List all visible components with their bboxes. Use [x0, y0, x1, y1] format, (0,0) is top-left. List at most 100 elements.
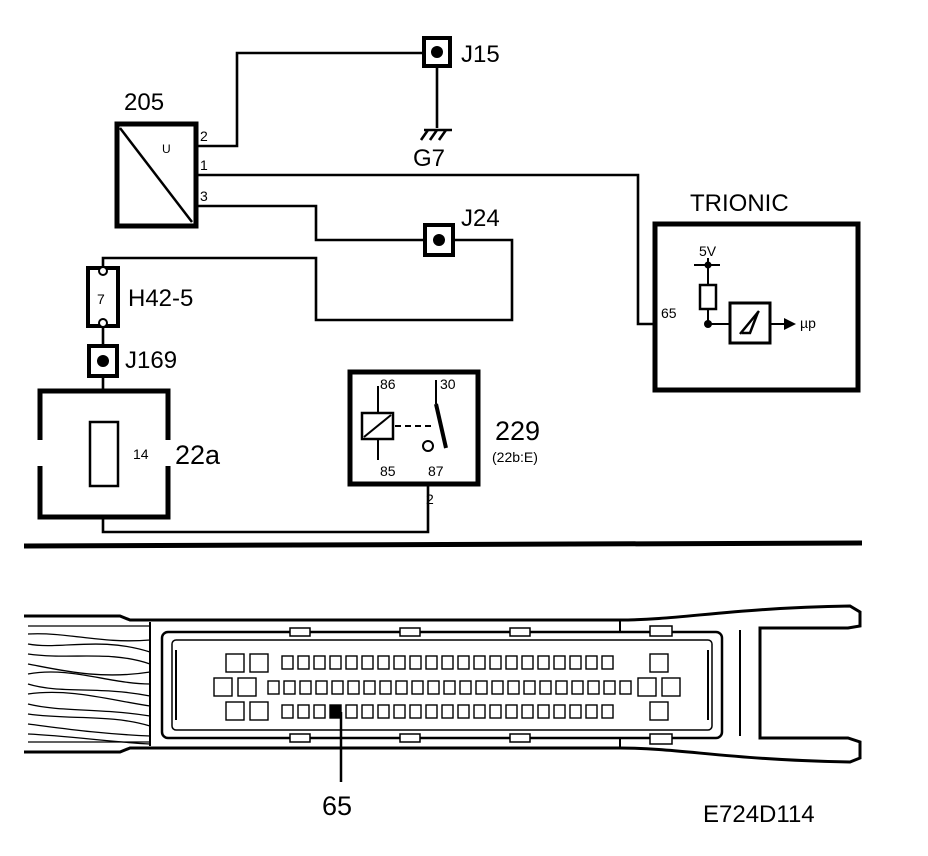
connector-pin: [441, 704, 454, 719]
cable-bundle: [27, 625, 151, 745]
connector-pin: [569, 704, 582, 719]
connector-pin: [313, 704, 326, 719]
wires: [101, 51, 708, 534]
connector-pin: [395, 680, 408, 695]
connector-pin: [377, 655, 390, 670]
fuse-number: 14: [133, 446, 149, 462]
connector-pin: [329, 655, 342, 670]
sensor-205-pin3: 3: [200, 188, 208, 204]
sensor-205-label: 205: [124, 89, 164, 116]
connector-pin: [361, 655, 374, 670]
connector-pin: [393, 704, 406, 719]
relay-pin-87: 87: [428, 463, 444, 479]
trionic-label: TRIONIC: [690, 190, 789, 217]
connector-pin: [283, 680, 296, 695]
connector-pin: [553, 655, 566, 670]
sensor-205-pin2: 2: [200, 128, 208, 144]
connector-pin: [345, 704, 358, 719]
connector-pin: [457, 655, 470, 670]
connector-power-pin: [649, 701, 669, 721]
connector-pin: [459, 680, 472, 695]
relay-229: 86 30 85 87 2 229 (22b:E): [347, 369, 540, 507]
connector-pin: [553, 704, 566, 719]
connector-pin: [537, 655, 550, 670]
fusebox-label: 22a: [175, 440, 221, 470]
connector-pin: [297, 655, 310, 670]
connector-pin: [377, 704, 390, 719]
connector-pin: [457, 704, 470, 719]
connector-pin: [539, 680, 552, 695]
sensor-205-pin1: 1: [200, 157, 208, 173]
connector-pin: [313, 655, 326, 670]
connector-pin: [425, 704, 438, 719]
connector-pin: [379, 680, 392, 695]
connector-pin: [505, 704, 518, 719]
connector-pin: [331, 680, 344, 695]
section-divider: [23, 540, 863, 549]
g7-label: G7: [413, 145, 445, 172]
connector-power-pin: [249, 701, 269, 721]
connector-pin: [619, 680, 632, 695]
figure-id: E724D114: [703, 801, 815, 828]
connector-power-pin: [649, 653, 669, 673]
j169-connector: J169: [87, 344, 177, 378]
connector-pin: [473, 655, 486, 670]
connector-pin: [489, 704, 502, 719]
connector-pin: [345, 655, 358, 670]
connector-pin: [587, 680, 600, 695]
connector-power-pin: [225, 653, 245, 673]
connector-pin: [361, 704, 374, 719]
connector-pin: [363, 680, 376, 695]
sensor-205: 205 U 2 1 3: [114, 89, 208, 229]
connector-power-pin: [249, 653, 269, 673]
connector-power-pin: [637, 677, 657, 697]
connector-pin: [473, 704, 486, 719]
wire-j24-h42: [101, 238, 514, 322]
j24-connector: J24: [423, 205, 500, 257]
ecu-connector-drawing: [24, 604, 862, 782]
relay-label: 229: [495, 416, 540, 446]
connector-pin: [281, 704, 294, 719]
trionic-pin: 65: [661, 305, 677, 321]
j24-label: J24: [461, 205, 500, 232]
connector-power-pin: [213, 677, 233, 697]
connector-power-pin: [237, 677, 257, 697]
connector-power-pin: [225, 701, 245, 721]
connector-pin: [489, 655, 502, 670]
connector-pin: [441, 655, 454, 670]
relay-pin-30: 30: [440, 376, 456, 392]
h42-connector: 7 H42-5: [86, 266, 193, 328]
connector-power-pin: [661, 677, 681, 697]
sensor-205-sub: U: [162, 142, 171, 156]
connector-pin-grid: [213, 653, 681, 721]
connector-pin: [601, 655, 614, 670]
connector-pin: [315, 680, 328, 695]
connector-pin: [555, 680, 568, 695]
connector-pin: [571, 680, 584, 695]
connector-pin: [267, 680, 280, 695]
j15-label: J15: [461, 41, 500, 68]
connector-pin: [281, 655, 294, 670]
connector-pin: [521, 655, 534, 670]
fusebox-22a: 14 22a: [34, 388, 221, 520]
connector-pin: [393, 655, 406, 670]
connector-pin: [505, 655, 518, 670]
wire-205-pin3-j24: [196, 204, 426, 242]
trionic-ecu: TRIONIC 5V µp 65: [652, 190, 861, 393]
relay-sub: (22b:E): [492, 449, 538, 465]
connector-pin: [299, 680, 312, 695]
pin-callout-label: 65: [322, 791, 352, 821]
connector-pin: [297, 704, 310, 719]
connector-pin: [411, 680, 424, 695]
connector-pin: [409, 655, 422, 670]
connector-pin: [409, 704, 422, 719]
connector-pin: [585, 655, 598, 670]
connector-pin: [443, 680, 456, 695]
relay-pin-86: 86: [380, 376, 396, 392]
connector-pin: [507, 680, 520, 695]
h42-label: H42-5: [128, 285, 193, 312]
connector-pin: [347, 680, 360, 695]
wire-205-pin2-j15: [196, 51, 434, 148]
connector-pin: [475, 680, 488, 695]
j15-connector: J15: [422, 36, 500, 68]
